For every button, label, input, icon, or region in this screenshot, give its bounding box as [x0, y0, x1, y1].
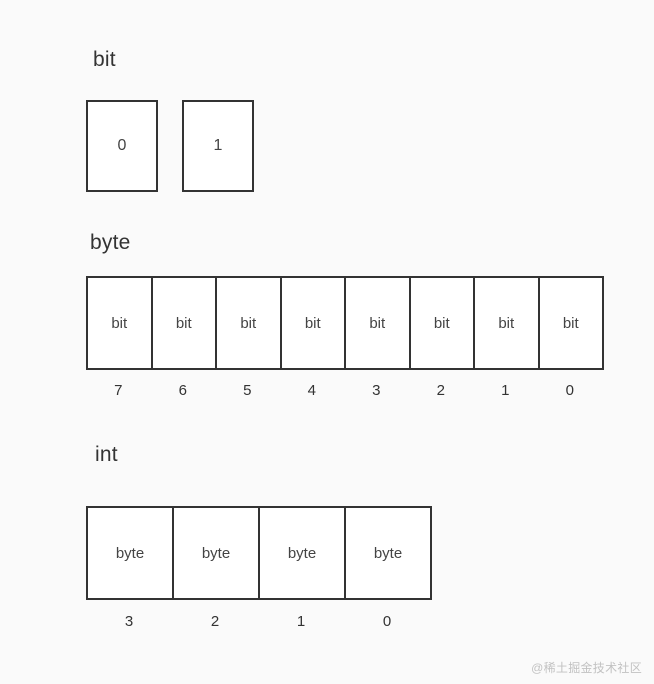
int-index-label: 1 [296, 613, 306, 630]
int-index-label: 2 [210, 613, 220, 630]
byte-index-label: 6 [178, 382, 187, 399]
byte-bit-cell: bit [86, 276, 153, 370]
byte-index-labels: 7 6 5 4 3 2 1 0 [86, 382, 602, 399]
bit-cell-gap [158, 100, 182, 192]
byte-bit-cell: bit [408, 276, 475, 370]
byte-index-label: 4 [307, 382, 316, 399]
byte-index-label: 1 [501, 382, 510, 399]
int-byte-cell: byte [344, 506, 432, 600]
byte-index-label: 3 [372, 382, 381, 399]
byte-cell-row: bit bit bit bit bit bit bit bit [86, 276, 604, 370]
byte-bit-cell: bit [215, 276, 282, 370]
int-byte-cell: byte [86, 506, 174, 600]
int-cell-row: byte byte byte byte [86, 506, 432, 600]
int-section-title: int [95, 443, 118, 466]
byte-bit-cell: bit [537, 276, 604, 370]
bit-cell: 1 [182, 100, 254, 192]
byte-index-label: 5 [243, 382, 252, 399]
int-index-label: 0 [382, 613, 392, 630]
bit-section-title: bit [93, 48, 116, 71]
byte-section-title: byte [90, 231, 131, 254]
byte-bit-cell: bit [279, 276, 346, 370]
byte-bit-cell: bit [344, 276, 411, 370]
byte-index-label: 2 [436, 382, 445, 399]
byte-bit-cell: bit [473, 276, 540, 370]
int-byte-cell: byte [258, 506, 346, 600]
bit-cell-row: 0 1 [86, 100, 254, 192]
byte-index-label: 7 [114, 382, 123, 399]
byte-bit-cell: bit [150, 276, 217, 370]
int-byte-cell: byte [172, 506, 260, 600]
bit-cell: 0 [86, 100, 158, 192]
int-index-labels: 3 2 1 0 [86, 613, 430, 630]
int-index-label: 3 [124, 613, 134, 630]
watermark: @稀土掘金技术社区 [531, 661, 642, 675]
byte-index-label: 0 [565, 382, 574, 399]
